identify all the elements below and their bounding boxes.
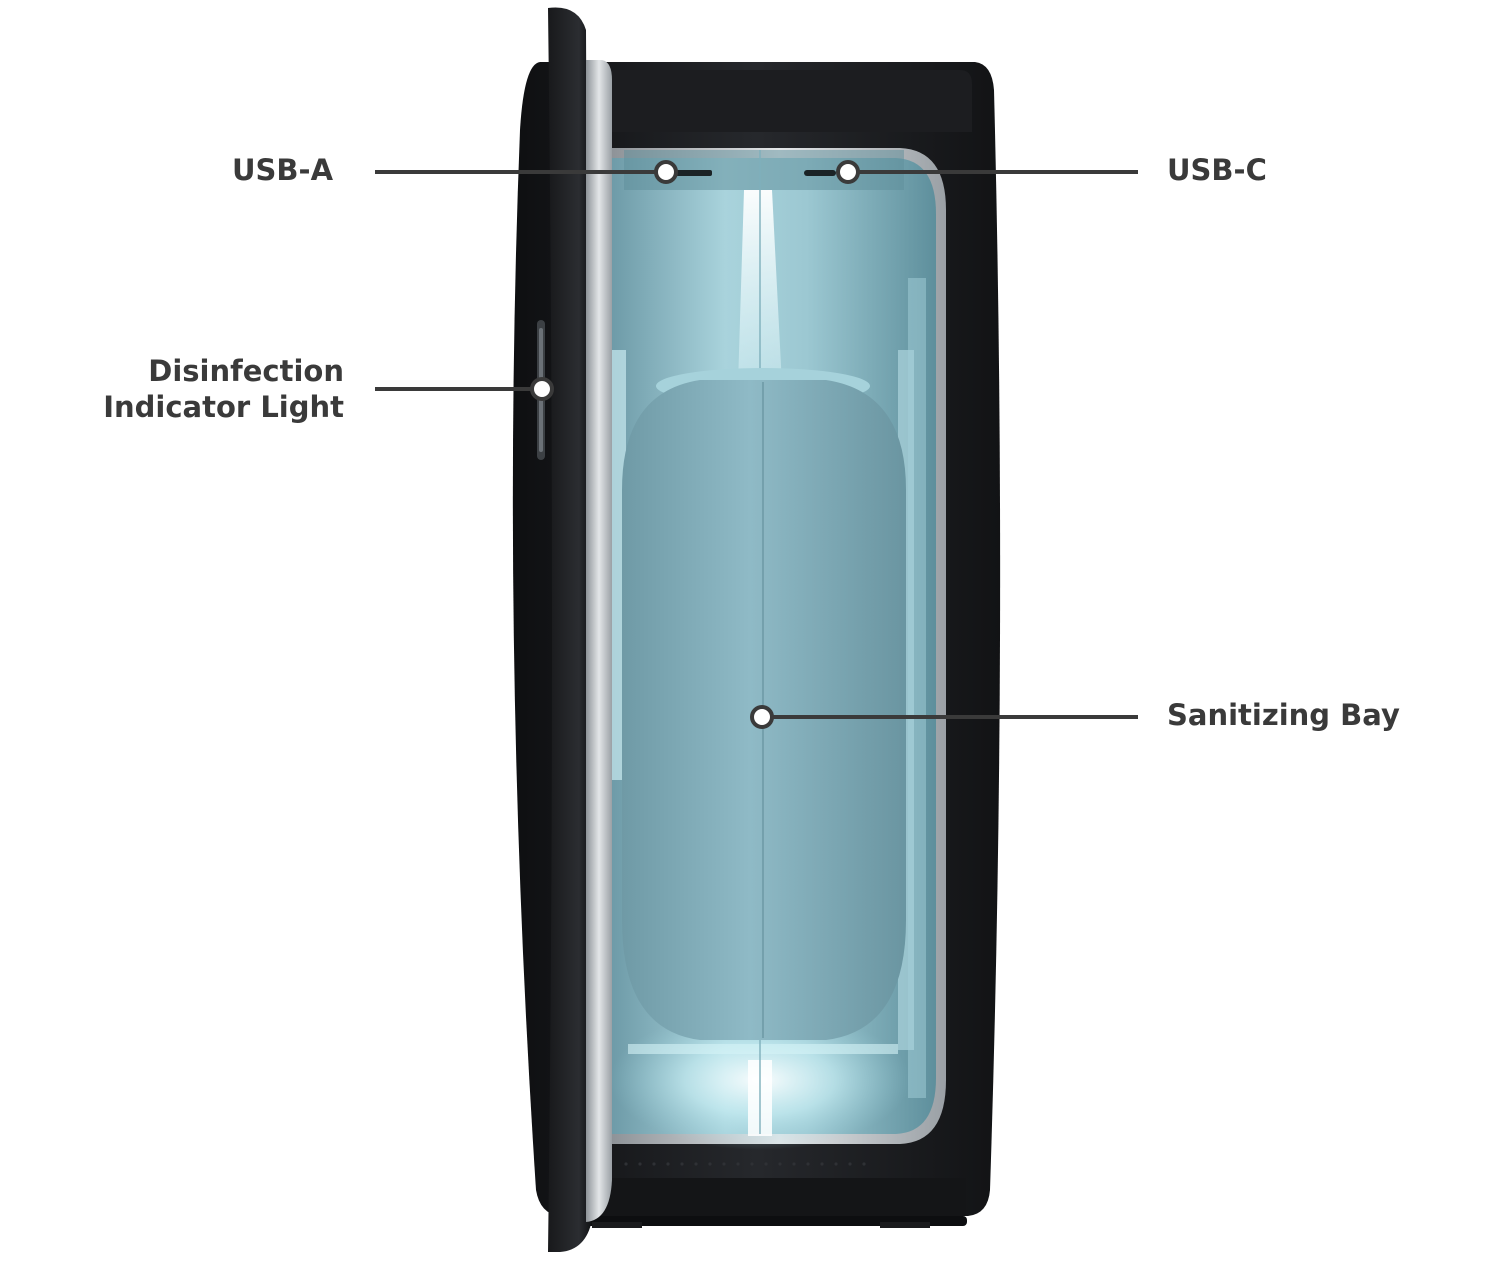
callout-dots <box>530 160 860 729</box>
usb-c-label: USB-C <box>1167 153 1267 187</box>
disinfection-label-line2: Indicator Light <box>103 390 344 424</box>
usb-c-dot <box>836 160 860 184</box>
speaker-object <box>622 368 906 1040</box>
disinfection-dot <box>530 377 554 401</box>
sanitizing-bay-dot <box>750 705 774 729</box>
callout-lines <box>375 170 1138 719</box>
disinfection-indicator-label: Disinfection Indicator Light <box>103 353 344 425</box>
usb-ports <box>676 170 836 176</box>
usb-a-dot <box>654 160 678 184</box>
usb-a-label: USB-A <box>232 153 334 187</box>
open-door <box>548 7 612 1252</box>
sanitizing-bay-label: Sanitizing Bay <box>1167 698 1400 732</box>
disinfection-label-line1: Disinfection <box>148 354 344 388</box>
